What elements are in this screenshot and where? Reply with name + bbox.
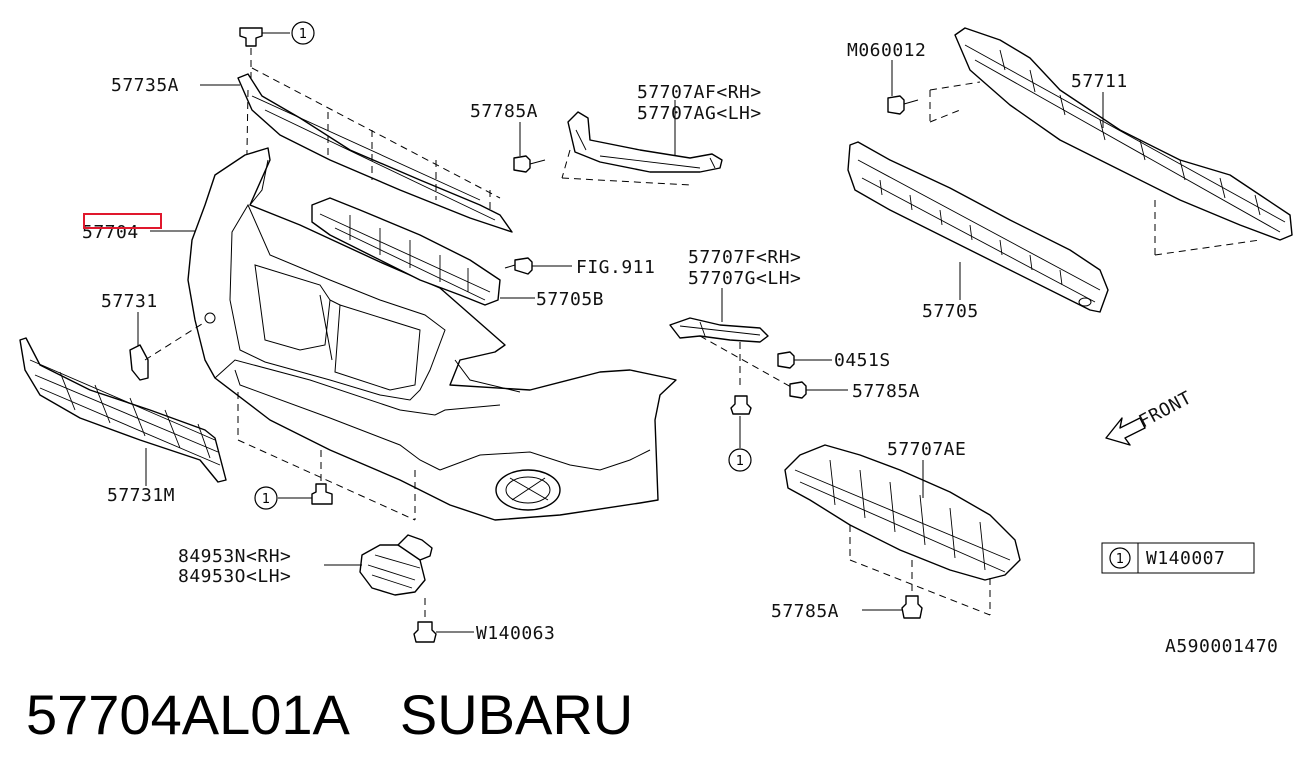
svg-text:1: 1 xyxy=(1116,552,1124,567)
fig911-bolt xyxy=(504,257,572,275)
label-diagram-code: A590001470 xyxy=(1165,636,1278,657)
energy-absorber-part xyxy=(847,141,1109,313)
label-fig911: FIG.911 xyxy=(576,257,655,278)
svg-text:1: 1 xyxy=(299,27,307,42)
legend-w140007: W140007 xyxy=(1146,548,1225,569)
callout-1-top: 1 xyxy=(291,21,315,45)
upper-side-bracket-part xyxy=(561,100,723,186)
svg-text:1: 1 xyxy=(262,492,270,507)
bolt-57785A-mid xyxy=(789,381,848,399)
label-57705: 57705 xyxy=(922,301,979,322)
label-57707AF: 57707AF<RH> xyxy=(637,82,762,103)
label-84953O: 84953O<LH> xyxy=(178,566,291,587)
label-84953N: 84953N<RH> xyxy=(178,546,291,567)
center-bracket-part xyxy=(311,197,535,306)
mid-clip xyxy=(730,395,752,448)
footer-brand: SUBARU xyxy=(399,683,634,746)
highlight-box xyxy=(83,213,162,229)
bolt-57785A-bottom xyxy=(862,595,923,619)
lower-clip xyxy=(237,392,416,521)
label-57707AE: 57707AE xyxy=(887,439,966,460)
label-57704: 57704 xyxy=(82,222,139,243)
lower-grille-part xyxy=(19,337,227,486)
bolt-M060012 xyxy=(887,60,919,115)
label-57785A-top: 57785A xyxy=(470,101,538,122)
footer-title: 57704AL01A SUBARU xyxy=(26,682,633,747)
footer-part-number: 57704AL01A xyxy=(26,683,350,746)
label-57731M: 57731M xyxy=(107,485,175,506)
fog-cover-part xyxy=(324,534,433,622)
lower-shield-part xyxy=(784,444,1021,616)
bolt-0451S xyxy=(777,351,832,369)
label-57785A-bottom: 57785A xyxy=(771,601,839,622)
label-0451S: 0451S xyxy=(834,350,891,371)
bolt-57785A-top xyxy=(513,122,546,173)
label-57707AG: 57707AG<LH> xyxy=(637,103,762,124)
label-57785A-mid: 57785A xyxy=(852,381,920,402)
label-front: FRONT xyxy=(1135,387,1195,432)
upper-cover-part xyxy=(237,67,513,233)
label-57711: 57711 xyxy=(1071,71,1128,92)
label-57707F: 57707F<RH> xyxy=(688,247,801,268)
callout-1-left: 1 xyxy=(254,486,278,510)
label-M060012: M060012 xyxy=(847,40,926,61)
svg-text:1: 1 xyxy=(736,454,744,469)
w140063-clip xyxy=(413,621,474,643)
label-57731: 57731 xyxy=(101,291,158,312)
label-57705B: 57705B xyxy=(536,289,604,310)
bumper-beam-part xyxy=(929,27,1293,256)
label-57707G: 57707G<LH> xyxy=(688,268,801,289)
label-W140063: W140063 xyxy=(476,623,555,644)
callout-1-mid: 1 xyxy=(728,448,752,472)
label-57735A: 57735A xyxy=(111,75,179,96)
side-marker-part xyxy=(129,312,206,381)
front-arrow-icon xyxy=(1105,417,1146,446)
legend-box: 1 W140007 xyxy=(1101,542,1255,574)
front-bumper-face-part xyxy=(150,147,677,521)
side-bracket-part xyxy=(669,288,801,393)
